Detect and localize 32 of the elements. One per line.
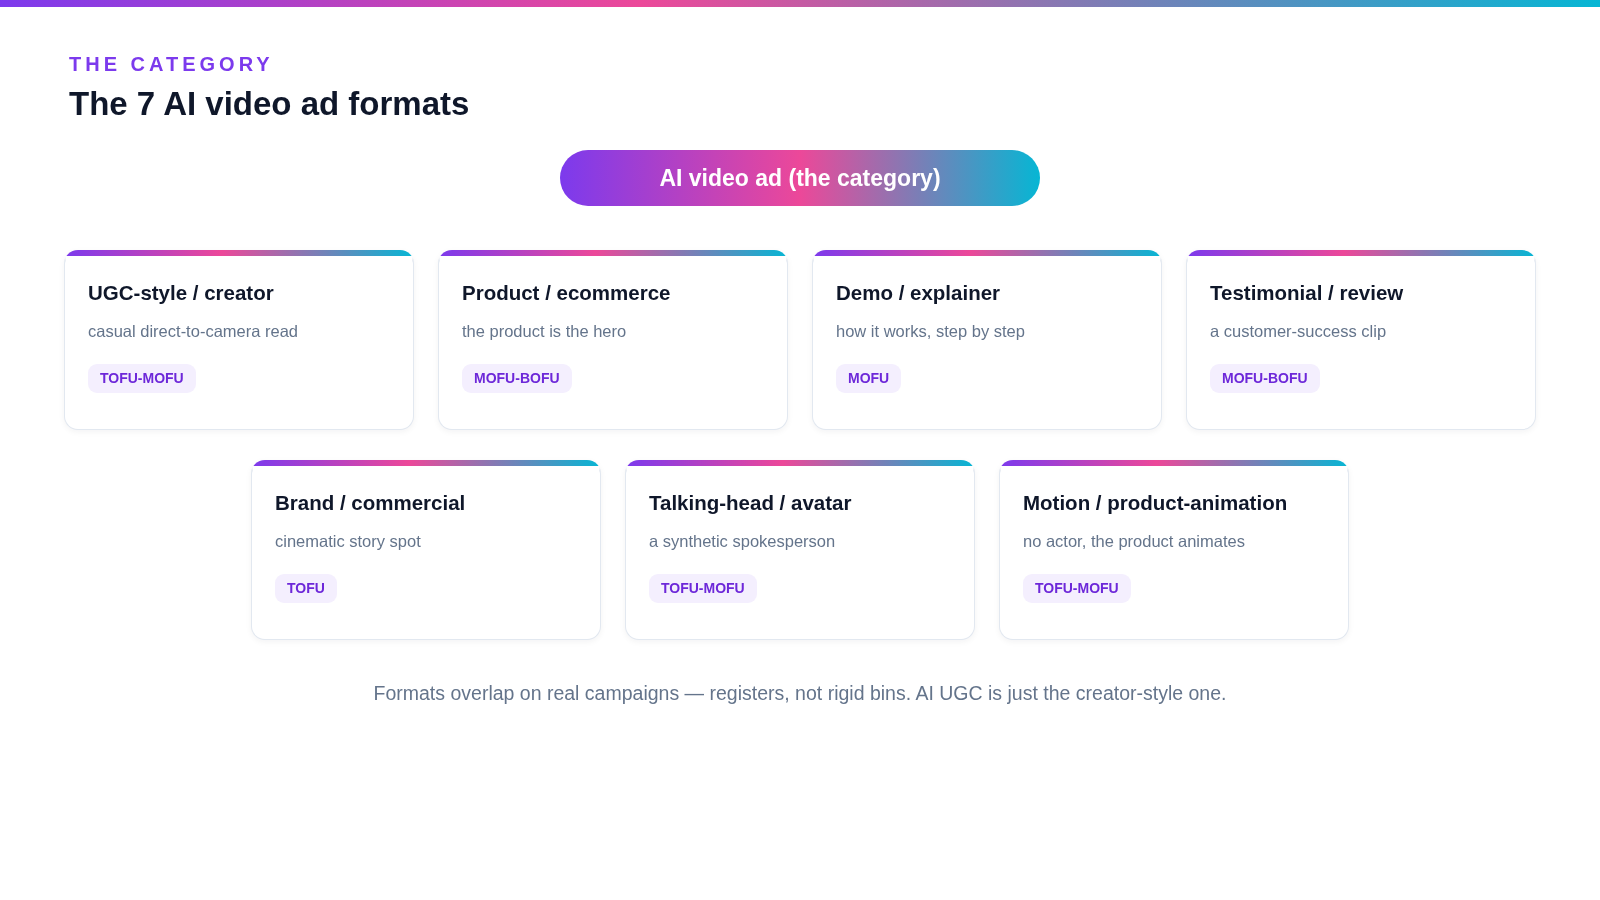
funnel-stage-tag: TOFU-MOFU: [88, 364, 196, 393]
card-description: the product is the hero: [462, 321, 627, 342]
funnel-stage-tag: TOFU-MOFU: [649, 574, 757, 603]
card-title: Talking-head / avatar: [649, 490, 852, 516]
page-title: The 7 AI video ad formats: [69, 84, 470, 124]
format-card: [999, 460, 1349, 640]
card-description: casual direct-to-camera read: [88, 321, 298, 342]
format-card: [1186, 250, 1536, 430]
card-title: Brand / commercial: [275, 490, 466, 516]
funnel-stage-tag: MOFU-BOFU: [1210, 364, 1320, 393]
funnel-stage-tag: TOFU-MOFU: [1023, 574, 1131, 603]
card-title: UGC-style / creator: [88, 280, 274, 306]
funnel-stage-tag: MOFU: [836, 364, 902, 393]
card-description: a synthetic spokesperson: [649, 531, 836, 552]
format-card: [812, 250, 1162, 430]
footnote-caption: Formats overlap on real campaigns — registers, not rigid bins. AI UGC is just the creator-style one.: [373, 682, 1227, 704]
card-description: cinematic story spot: [275, 531, 421, 552]
format-card: [438, 250, 788, 430]
format-card: [625, 460, 975, 640]
category-header: AI video ad (the category): [560, 150, 1040, 206]
card-title: Product / ecommerce: [462, 280, 671, 306]
card-description: a customer-success clip: [1210, 321, 1387, 342]
eyebrow-label: THE CATEGORY: [69, 52, 274, 76]
card-title: Testimonial / review: [1210, 280, 1404, 306]
format-card: [64, 250, 414, 430]
card-description: no actor, the product animates: [1023, 531, 1245, 552]
card-description: how it works, step by step: [836, 321, 1025, 342]
funnel-stage-tag: TOFU: [275, 574, 337, 603]
card-title: Motion / product-animation: [1023, 490, 1288, 516]
card-title: Demo / explainer: [836, 280, 1001, 306]
format-card: [251, 460, 601, 640]
funnel-stage-tag: MOFU-BOFU: [462, 364, 572, 393]
